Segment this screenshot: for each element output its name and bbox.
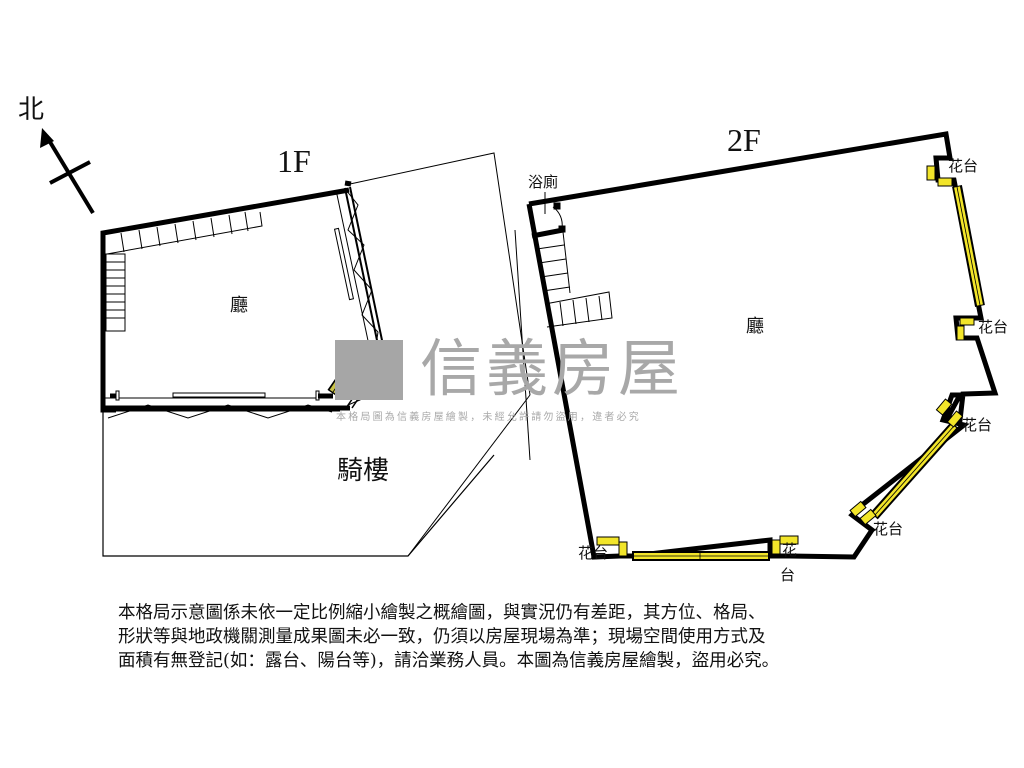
room-label-arcade: 騎樓	[337, 456, 390, 486]
floor-2-title: 2F	[727, 122, 761, 158]
north-arrow-icon	[40, 128, 95, 215]
planter-label: 花台	[873, 520, 904, 538]
planter-label: 花台	[978, 318, 1009, 336]
planter-label: 花台	[948, 157, 979, 175]
planter-label: 花台	[578, 544, 609, 562]
stairs-1f	[105, 211, 263, 332]
room-label-bathroom: 浴廁	[528, 173, 559, 191]
planter-label: 台	[780, 566, 796, 584]
stairs-2f	[536, 231, 613, 328]
room-label-living-1f: 廳	[230, 295, 248, 316]
floor-1-title: 1F	[277, 143, 311, 179]
planter-label: 花	[782, 541, 798, 559]
disclaimer-line: 形狀等與地政機關測量成果圖未必一致，仍須以房屋現場為準；現場空間使用方式及	[118, 627, 766, 647]
watermark-brand: 信義房屋	[420, 332, 685, 405]
disclaimer-line: 本格局示意圖係未依一定比例縮小繪製之概繪圖，與實況仍有差距，其方位、格局、	[118, 603, 766, 623]
watermark-notice: 本格局圖為信義房屋繪製，未經允許請勿盜用，違者必究	[336, 412, 641, 423]
room-label-living-2f: 廳	[746, 316, 764, 337]
disclaimer-line: 面積有無登記(如：露台、陽台等)，請洽業務人員。本圖為信義房屋繪製，盜用必究。	[118, 651, 780, 671]
windows-2f	[596, 165, 985, 561]
planter-label: 花台	[962, 416, 993, 434]
watermark-logo-icon	[335, 340, 403, 400]
disclaimer: 本格局示意圖係未依一定比例縮小繪製之概繪圖，與實況仍有差距，其方位、格局、 形狀…	[118, 601, 918, 673]
compass-label: 北	[18, 95, 45, 125]
floor-2-plan	[514, 131, 999, 561]
